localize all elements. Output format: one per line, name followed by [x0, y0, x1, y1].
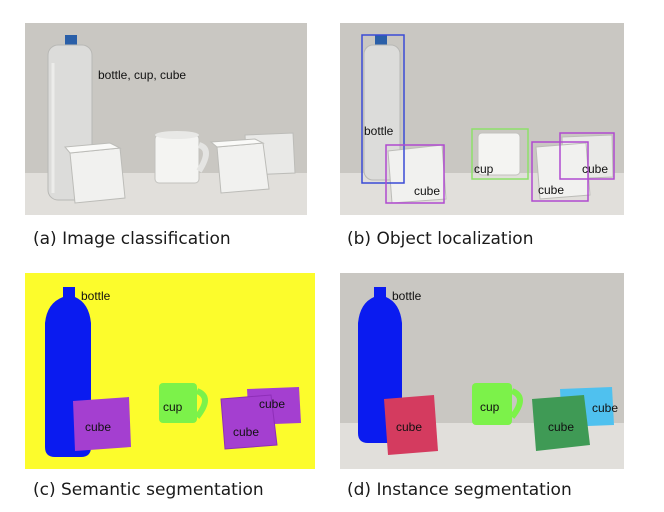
cube-label-1: cube — [414, 184, 440, 198]
cup-label: cup — [480, 400, 500, 414]
caption-a: (a) Image classification — [33, 229, 231, 249]
panel-instance-segmentation: bottle cup cube cube cube — [340, 273, 624, 469]
cube-mask-1 — [73, 397, 131, 451]
cup-bounding-box — [471, 128, 529, 180]
cube-mask-1 — [384, 395, 438, 455]
classification-label: bottle, cup, cube — [98, 68, 186, 82]
cup-object — [154, 131, 209, 184]
cube-mask-2 — [532, 395, 590, 451]
cup-label: cup — [163, 400, 183, 414]
photo-classification: bottle, cup, cube — [25, 23, 307, 215]
cup-label: cup — [474, 162, 494, 176]
panel-object-localization: bottle cup cube cube cube — [340, 23, 624, 215]
bottle-label: bottle — [364, 124, 394, 138]
caption-b: (b) Object localization — [347, 229, 534, 249]
panel-image-classification: bottle, cup, cube — [25, 23, 307, 215]
cube-label-3: cube — [592, 401, 618, 415]
caption-d: (d) Instance segmentation — [347, 480, 572, 500]
photo-localization: bottle cup cube cube cube — [340, 23, 624, 215]
bottle-label: bottle — [392, 289, 422, 303]
cube-label-2: cube — [233, 425, 259, 439]
cube-label-3: cube — [259, 397, 285, 411]
panel-semantic-segmentation: bottle cup cube cube cube — [25, 273, 315, 469]
cube-label-1: cube — [85, 420, 111, 434]
bottle-label: bottle — [81, 289, 111, 303]
cup-object — [477, 132, 521, 176]
bottle-object — [363, 35, 401, 181]
cube-mask-2 — [220, 394, 278, 450]
cube-object-1 — [387, 144, 447, 204]
cube-label-3: cube — [582, 162, 608, 176]
cube-label-2: cube — [538, 183, 564, 197]
bottle-bounding-box — [361, 34, 405, 184]
cube-object-3 — [209, 138, 270, 194]
cube-label-1: cube — [396, 420, 422, 434]
cup-mask — [159, 383, 208, 423]
cube-bounding-box-1 — [385, 144, 445, 204]
cube-object-2 — [535, 142, 591, 200]
caption-c: (c) Semantic segmentation — [33, 480, 264, 500]
cube-object-1 — [64, 142, 126, 204]
cube-label-2: cube — [548, 420, 574, 434]
cube-bounding-box-3 — [559, 132, 615, 180]
semantic-mask-image: bottle cup cube cube cube — [25, 273, 315, 469]
instance-mask-image: bottle cup cube cube cube — [340, 273, 624, 469]
cup-mask — [472, 383, 523, 425]
